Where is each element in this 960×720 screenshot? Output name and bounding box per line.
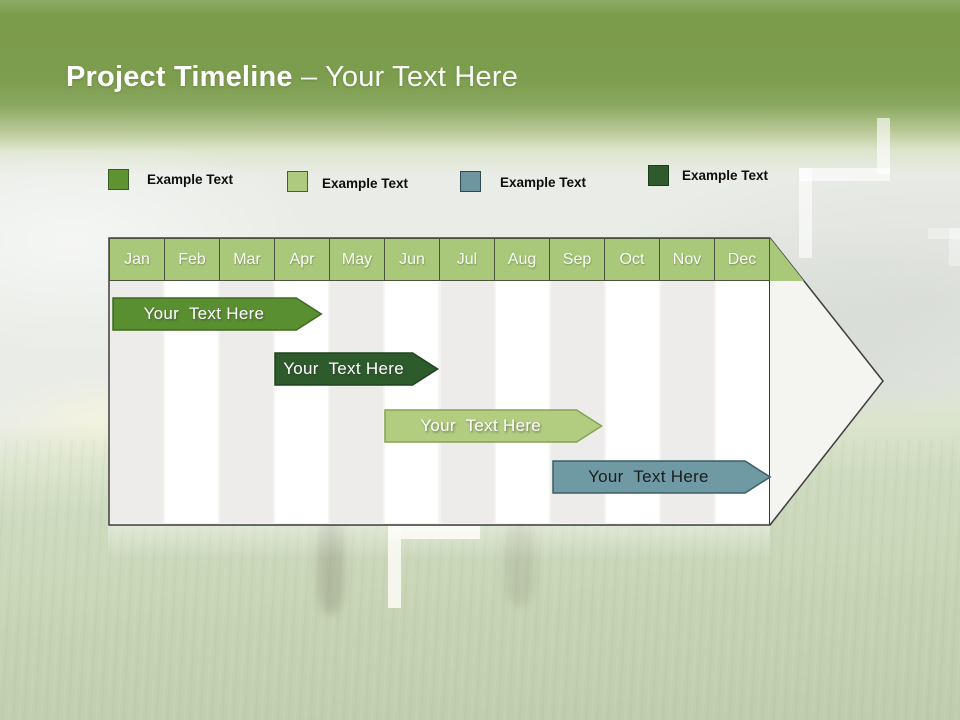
frame-line-right-vertical (877, 118, 890, 174)
month-cell-oct: Oct (605, 238, 660, 281)
column-stripe-8 (495, 281, 549, 523)
background-silhouette (318, 518, 344, 614)
month-cell-sep: Sep (550, 238, 605, 281)
legend-swatch-1[interactable] (108, 169, 129, 190)
month-cell-aug: Aug (495, 238, 550, 281)
task-bar-3[interactable]: Your Text Here (384, 409, 604, 443)
legend-label-1[interactable]: Example Text (147, 172, 234, 187)
legend-label-4[interactable]: Example Text (682, 168, 769, 183)
legend-swatch-3[interactable] (460, 171, 481, 192)
legend-label-2[interactable]: Example Text (322, 176, 409, 191)
header-gradient-band (0, 0, 960, 175)
task-bar-4[interactable]: Your Text Here (552, 460, 772, 494)
legend-swatch-4[interactable] (648, 165, 669, 186)
task-bar-1[interactable]: Your Text Here (112, 297, 323, 331)
table-reflection (108, 525, 770, 559)
frame-corner-bottom-vertical (388, 526, 401, 608)
background-silhouette-2 (505, 520, 535, 606)
month-cell-jul: Jul (440, 238, 495, 281)
task-bar-label-4: Your Text Here (588, 467, 709, 486)
column-stripe-6 (385, 281, 439, 523)
month-cell-dec: Dec (715, 238, 770, 281)
column-stripe-7 (440, 281, 494, 523)
slide-title-main: Project Timeline (66, 61, 301, 93)
legend-label-3[interactable]: Example Text (500, 175, 587, 190)
month-cell-apr: Apr (275, 238, 330, 281)
month-cell-jan: Jan (109, 238, 165, 281)
month-cell-feb: Feb (165, 238, 220, 281)
slide-title[interactable]: Project Timeline – Your Text Here (66, 61, 518, 94)
month-cell-mar: Mar (220, 238, 275, 281)
frame-line-right-horizontal (799, 168, 890, 181)
month-cell-may: May (330, 238, 385, 281)
legend-swatch-2[interactable] (287, 171, 308, 192)
month-cell-nov: Nov (660, 238, 715, 281)
frame-line-right-vertical-2 (799, 168, 812, 258)
task-bar-2[interactable]: Your Text Here (274, 352, 440, 386)
column-stripe-5 (330, 281, 384, 523)
slide-title-placeholder: – Your Text Here (300, 61, 519, 93)
task-bar-label-2: Your Text Here (283, 359, 404, 378)
frame-corner-right-vertical (949, 228, 960, 266)
frame-corner-right-horizontal (928, 228, 960, 239)
frame-corner-bottom-horizontal (388, 526, 480, 539)
task-bar-label-3: Your Text Here (420, 416, 542, 435)
task-bar-label-1: Your Text Here (143, 304, 265, 323)
month-cell-jun: Jun (385, 238, 440, 281)
